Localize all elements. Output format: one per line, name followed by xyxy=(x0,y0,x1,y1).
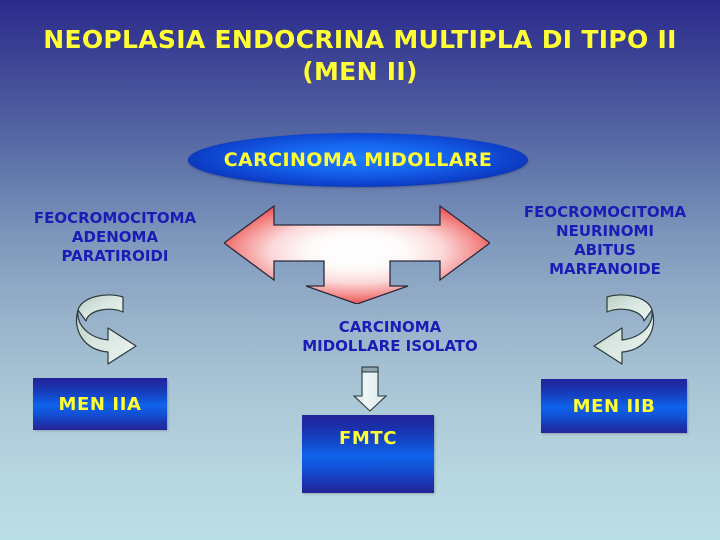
center-branch-features: CARCINOMA MIDOLLARE ISOLATO xyxy=(250,318,530,356)
page-title: NEOPLASIA ENDOCRINA MULTIPLA DI TIPO II … xyxy=(0,24,720,88)
three-way-arrow xyxy=(222,198,492,305)
curved-arrow-right-icon xyxy=(576,292,656,372)
right-feature-2: NEURINOMI xyxy=(556,222,654,240)
curved-arrow-left-icon xyxy=(74,292,154,372)
left-feature-1: FEOCROMOCITOMA xyxy=(33,209,197,227)
right-feature-1: FEOCROMOCITOMA xyxy=(523,203,687,221)
result-box-fmtc-label: FMTC xyxy=(338,427,398,449)
result-box-men-iia-label: MEN IIA xyxy=(58,393,142,415)
result-box-men-iia[interactable]: MEN IIA xyxy=(33,378,167,430)
result-box-men-iib-label: MEN IIB xyxy=(572,395,656,417)
center-feature-2: MIDOLLARE ISOLATO xyxy=(302,337,478,355)
left-feature-3: PARATIROIDI xyxy=(61,247,169,265)
central-node-ellipse: CARCINOMA MIDOLLARE xyxy=(188,133,528,187)
down-arrow-small-icon xyxy=(352,365,388,413)
left-branch-features: FEOCROMOCITOMA ADENOMA PARATIROIDI xyxy=(6,209,224,266)
center-feature-1: CARCINOMA xyxy=(338,318,442,336)
right-feature-3: ABITUS xyxy=(574,241,636,259)
left-feature-2: ADENOMA xyxy=(71,228,159,246)
title-line-1: NEOPLASIA ENDOCRINA MULTIPLA DI TIPO II xyxy=(43,25,677,54)
result-box-men-iib[interactable]: MEN IIB xyxy=(541,379,687,433)
result-box-fmtc[interactable]: FMTC xyxy=(302,415,434,493)
right-feature-4: MARFANOIDE xyxy=(549,260,661,278)
central-node-label: CARCINOMA MIDOLLARE xyxy=(223,149,493,171)
title-line-2: (MEN II) xyxy=(302,57,418,86)
right-branch-features: FEOCROMOCITOMA NEURINOMI ABITUS MARFANOI… xyxy=(494,203,716,279)
